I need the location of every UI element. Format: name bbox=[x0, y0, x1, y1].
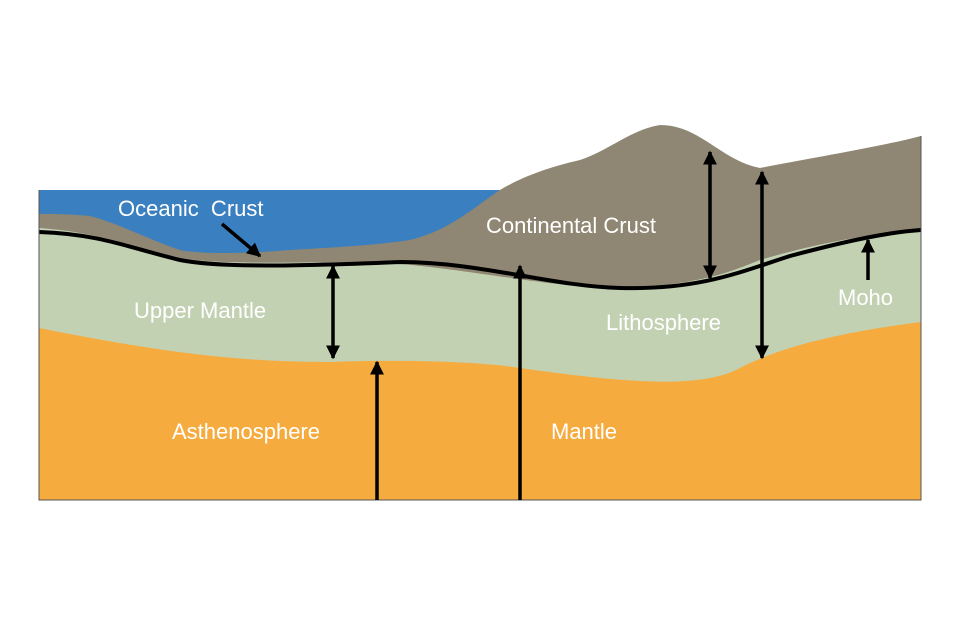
moho-label: Moho bbox=[838, 285, 893, 310]
asthenosphere-label: Asthenosphere bbox=[172, 419, 320, 444]
oceanic-crust-pointer-arrow bbox=[220, 222, 262, 258]
diagram-frame bbox=[38, 136, 922, 501]
upper-mantle-label: Upper Mantle bbox=[134, 298, 266, 323]
ocean-water bbox=[39, 190, 500, 253]
lithosphere-label: Lithosphere bbox=[606, 310, 721, 335]
oceanic-crust-label: Oceanic Crust bbox=[118, 196, 264, 221]
moho-boundary-line bbox=[38, 228, 922, 291]
mantle-label: Mantle bbox=[551, 419, 617, 444]
continental-crust-label: Continental Crust bbox=[486, 213, 656, 238]
